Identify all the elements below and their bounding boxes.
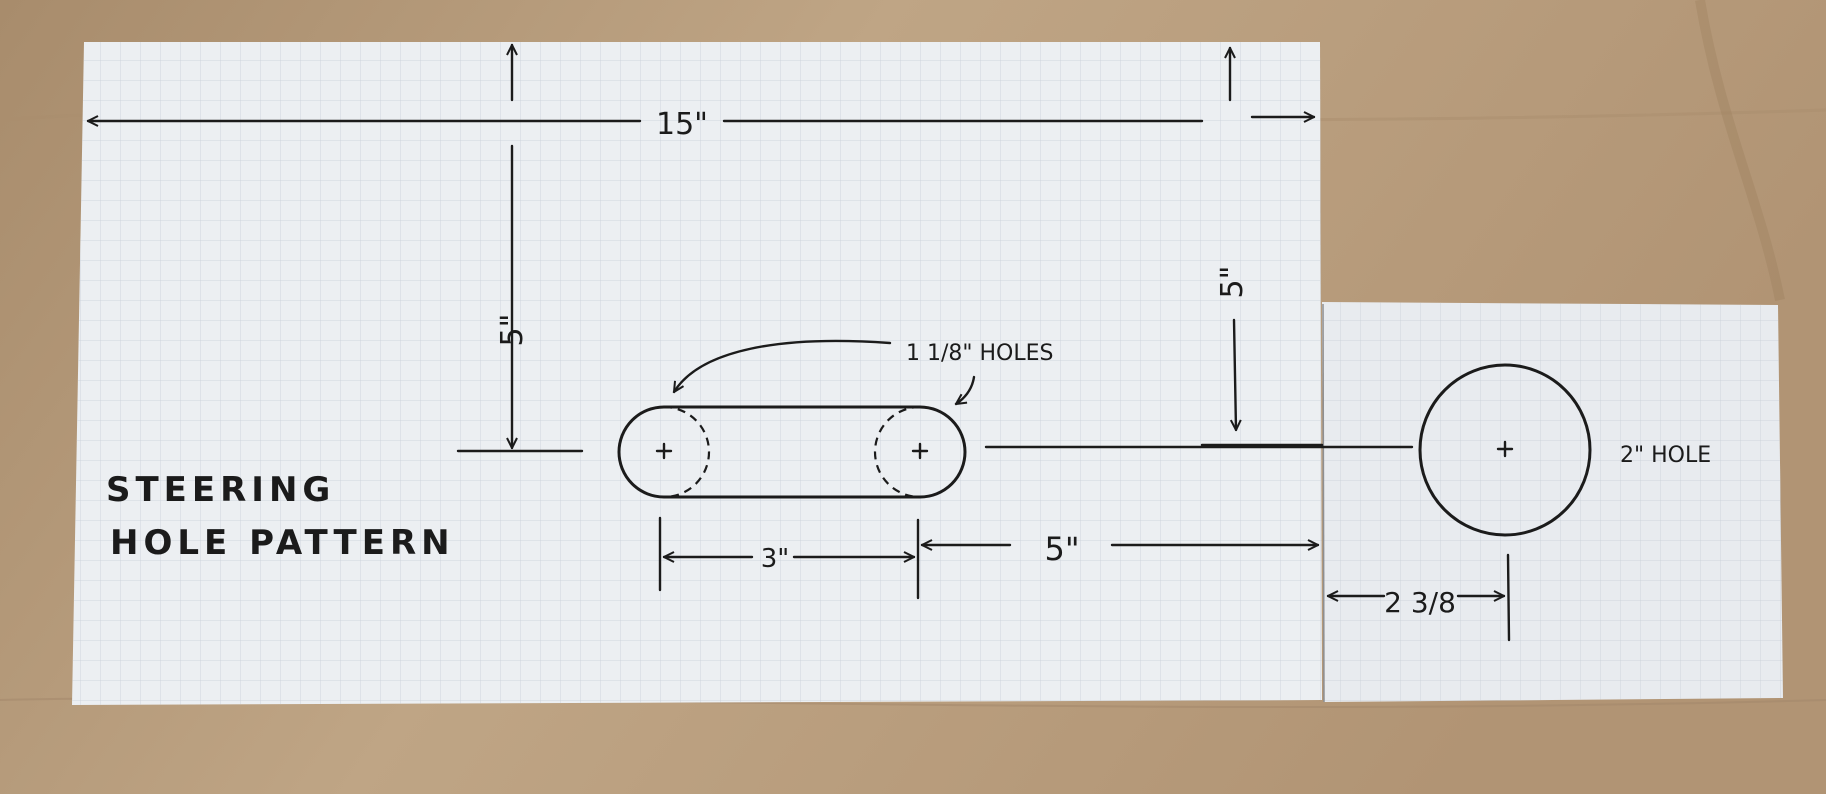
slot-to-edge-label: 5" <box>1044 530 1079 568</box>
small-hole-right-center <box>911 442 929 460</box>
slot-spacing-label: 3" <box>761 544 790 574</box>
paper-sheet <box>72 42 1322 705</box>
drawing-title: STEERING HOLE PATTERN <box>106 470 455 563</box>
slot-outline <box>617 405 967 499</box>
edge-to-hole-dimension: 2 3/8 <box>1326 553 1511 642</box>
left-height-label: 5" <box>495 314 530 347</box>
title-line-2: HOLE PATTERN <box>110 523 455 563</box>
slot-spacing-dimension: 3" <box>658 516 920 600</box>
slot-to-edge-dimension: 5" <box>920 530 1320 568</box>
title-line-1: STEERING <box>106 470 335 510</box>
right-height-label: 5" <box>1215 266 1250 299</box>
overall-width-dimension: 15" <box>86 107 1316 142</box>
right-height-dimension: 5" <box>1200 46 1324 447</box>
large-hole-label: 2" HOLE <box>1620 443 1711 468</box>
edge-to-hole-label: 2 3/8 <box>1384 586 1456 619</box>
large-hole <box>1418 363 1592 537</box>
small-holes-callout: 1 1/8" HOLES <box>672 339 1054 404</box>
left-height-dimension: 5" <box>456 43 584 453</box>
small-holes-label: 1 1/8" HOLES <box>906 341 1054 366</box>
small-hole-left-center <box>655 442 673 460</box>
overall-width-label: 15" <box>656 107 708 142</box>
paper-extension <box>1322 302 1783 703</box>
